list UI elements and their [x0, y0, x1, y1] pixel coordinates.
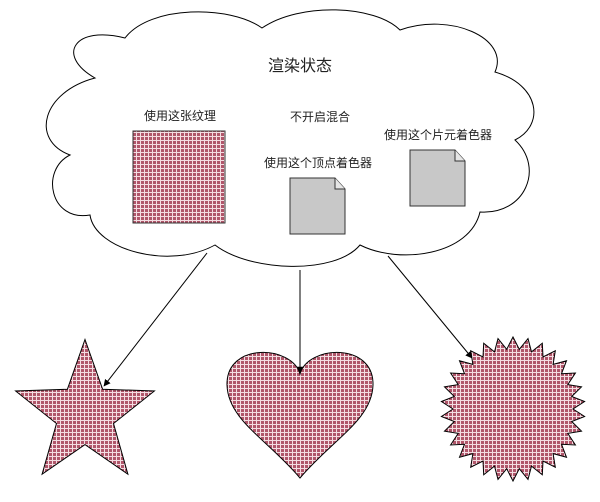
burst-shape	[440, 335, 586, 483]
texture-label: 使用这张纹理	[144, 108, 216, 123]
heart-shape	[226, 352, 374, 479]
star-shape	[14, 338, 156, 476]
fragment-shader-document-icon	[409, 149, 466, 207]
vertex-shader-label: 使用这个顶点着色器	[264, 155, 372, 170]
arrow-to-burst	[387, 255, 473, 359]
cloud-title: 渲染状态	[268, 56, 332, 75]
blend-label: 不开启混合	[290, 109, 350, 124]
vertex-shader-document-icon	[289, 177, 346, 235]
arrow-to-star	[103, 252, 208, 387]
texture-swatch	[132, 130, 226, 224]
fragment-shader-label: 使用这个片元着色器	[384, 127, 492, 142]
